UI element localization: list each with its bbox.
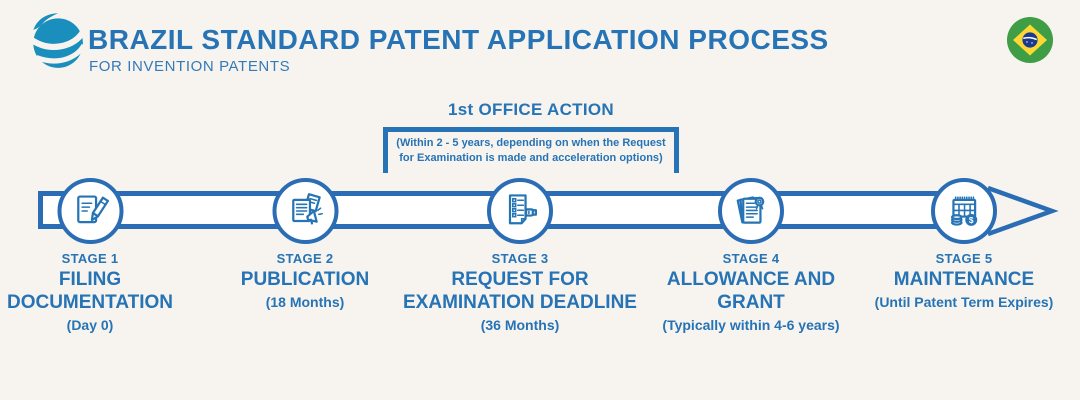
stage-2: STAGE 2 PUBLICATION (18 Months) [198, 178, 413, 312]
stage-title: FILING DOCUMENTATION [6, 269, 174, 314]
stage-3: STAGE 3 REQUEST FOR EXAMINATION DEADLINE… [392, 178, 648, 335]
stage-label: STAGE 2 [276, 251, 334, 266]
stage-subtitle: (Typically within 4-6 years) [662, 317, 840, 334]
brazil-flag-icon [1007, 17, 1053, 63]
documents-seal-icon [736, 196, 765, 224]
globe-swirl-logo [28, 13, 86, 68]
checklist-hand-icon [508, 194, 537, 225]
stage-5: $ STAGE 5 MAINTENANCE (Until Patent Term… [871, 178, 1057, 312]
office-action-note: (Within 2 - 5 years, depending on when t… [396, 137, 666, 164]
stage-label: STAGE 5 [935, 251, 993, 266]
stage-title: PUBLICATION [240, 269, 370, 290]
office-action-bracket: (Within 2 - 5 years, depending on when t… [383, 127, 679, 173]
stage-3-circle [487, 178, 553, 244]
svg-text:$: $ [969, 215, 974, 225]
stage-title: REQUEST FOR EXAMINATION DEADLINE [403, 269, 637, 314]
stage-subtitle: (Day 0) [66, 317, 114, 334]
stage-subtitle: (Until Patent Term Expires) [874, 294, 1054, 311]
page-title: BRAZIL STANDARD PATENT APPLICATION PROCE… [88, 24, 829, 55]
stage-5-circle: $ [931, 178, 997, 244]
right-arrowhead [987, 185, 1059, 237]
stage-label: STAGE 4 [722, 251, 780, 266]
stage-subtitle: (36 Months) [480, 317, 560, 334]
papers-megaphone-icon [291, 193, 323, 225]
calendar-money-icon: $ [951, 196, 978, 226]
stage-1: STAGE 1 FILING DOCUMENTATION (Day 0) [0, 178, 198, 335]
stage-4: STAGE 4 ALLOWANCE AND GRANT (Typically w… [655, 178, 847, 335]
stage-2-circle [272, 178, 338, 244]
stage-4-circle [718, 178, 784, 244]
page-subtitle: FOR INVENTION PATENTS [89, 58, 291, 75]
stage-title: ALLOWANCE AND GRANT [666, 269, 836, 314]
stage-title: MAINTENANCE [893, 269, 1035, 290]
stage-label: STAGE 3 [491, 251, 549, 266]
document-pencil-icon [76, 195, 109, 224]
office-action-title: 1st OFFICE ACTION [448, 100, 614, 119]
stage-subtitle: (18 Months) [265, 294, 345, 311]
stage-label: STAGE 1 [61, 251, 119, 266]
stage-1-circle [57, 178, 123, 244]
